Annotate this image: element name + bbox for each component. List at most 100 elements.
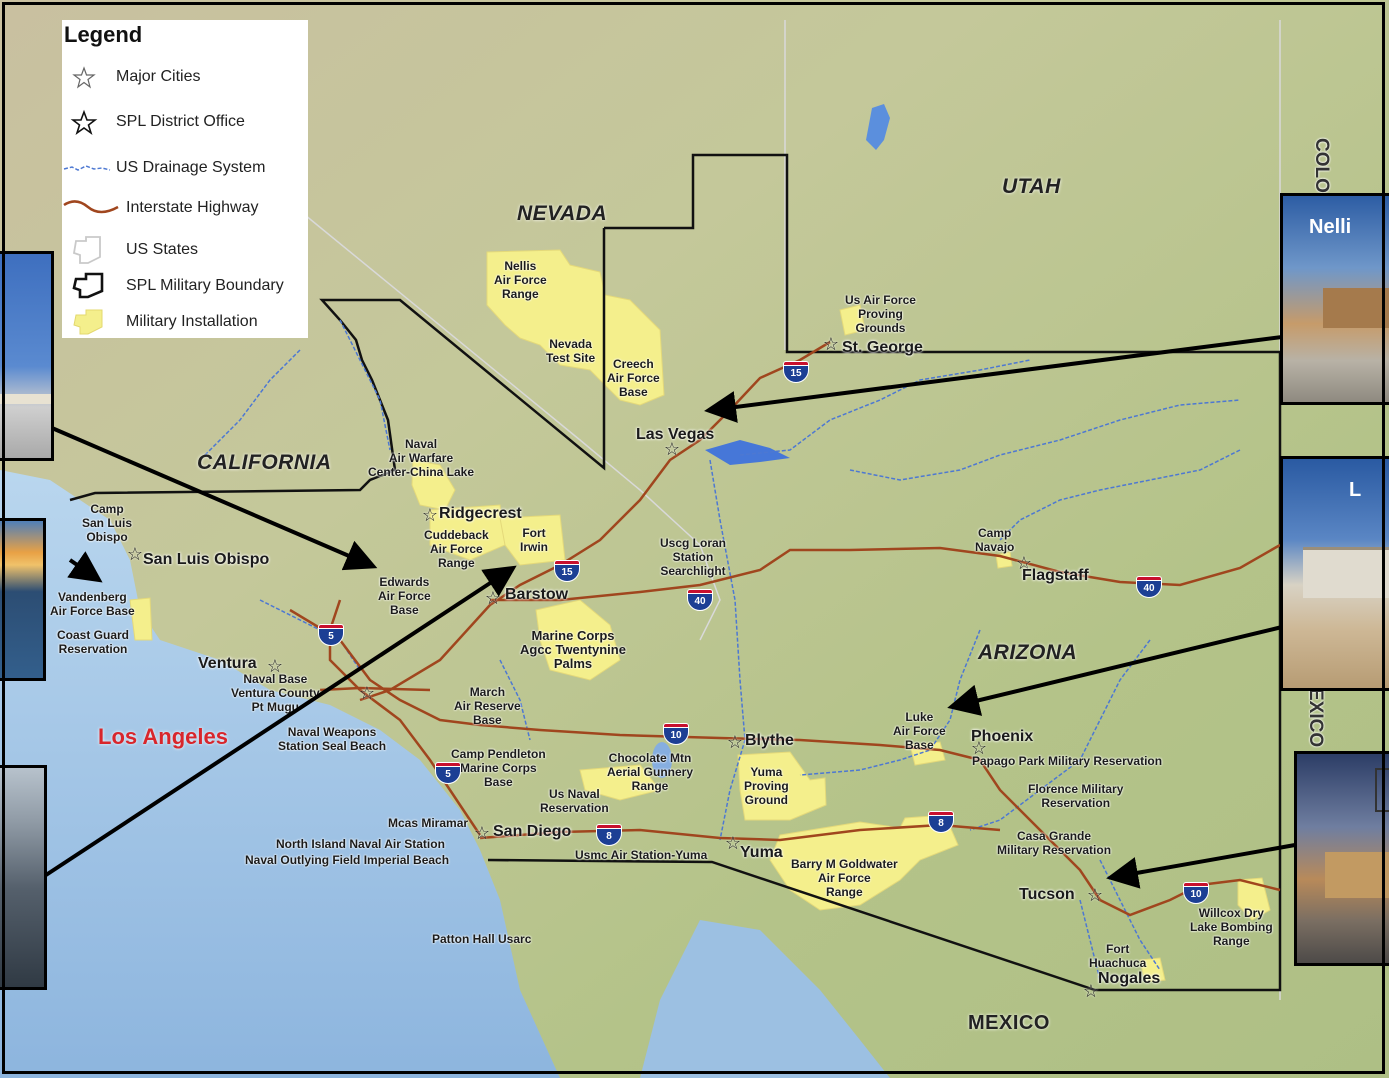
legend-label: Interstate Highway xyxy=(126,199,259,216)
city-yuma: Yuma xyxy=(740,844,783,861)
photo-caption-nellis: Nelli xyxy=(1309,216,1352,238)
legend-label: Major Cities xyxy=(116,68,201,85)
installation-camp-navajo: Camp Navajo xyxy=(975,526,1015,554)
installation-china-lake: Naval Air Warfare Center-China Lake xyxy=(368,437,475,479)
installations-layer xyxy=(129,249,1271,983)
installation-huachuca: Fort Huachuca xyxy=(1089,942,1147,970)
city-san-diego: San Diego xyxy=(493,823,572,840)
city-los-angeles: Los Angeles xyxy=(98,724,228,749)
photo-inset-luke[interactable]: L xyxy=(1280,456,1389,691)
installation-usmc-yuma: Usmc Air Station-Yuma xyxy=(575,848,708,862)
interstate-shield: 40 xyxy=(1136,576,1162,598)
highway-line-icon xyxy=(62,193,119,223)
spl-military-boundary xyxy=(69,153,1282,992)
installation-naval-base-ventura: Naval Base Ventura County Pt Mugu xyxy=(231,672,320,714)
building-image xyxy=(1323,288,1389,328)
installation-vandenberg: Vandenberg Air Force Base xyxy=(50,590,135,618)
city-ridgecrest: Ridgecrest xyxy=(439,505,522,522)
installation-march: March Air Reserve Base xyxy=(454,685,521,727)
legend-label: US States xyxy=(126,241,199,258)
caption-box xyxy=(1375,768,1389,812)
installation-cuddeback: Cuddeback Air Force Range xyxy=(424,528,489,570)
star-icon: ☆ xyxy=(266,656,284,676)
star-outline-icon xyxy=(70,107,112,137)
installation-uscg-loran: Uscg Loran Station Searchlight xyxy=(660,536,727,578)
interstate-shield: 5 xyxy=(318,624,344,646)
interstate-shield: 15 xyxy=(554,560,580,582)
installation-seal-beach: Naval Weapons Station Seal Beach xyxy=(278,725,387,753)
installation-casa-grande: Casa Grande Military Reservation xyxy=(997,829,1112,857)
installation-luke: Luke Air Force Base xyxy=(893,710,946,752)
state-label-new-mexico: EXICO xyxy=(1305,688,1326,748)
arrow-line xyxy=(67,551,103,583)
photo-inset-nellis[interactable]: Nelli xyxy=(1280,193,1389,405)
legend-item-major-cities: Major Cities xyxy=(62,62,308,92)
installation-miramar: Mcas Miramar xyxy=(388,816,469,830)
installation-edwards: Edwards Air Force Base xyxy=(378,575,431,617)
arrow-line xyxy=(44,565,517,877)
star-icon: ☆ xyxy=(726,732,744,752)
city-ventura: Ventura xyxy=(198,655,257,672)
photo-inset-tucson[interactable] xyxy=(1294,751,1389,966)
installation-fort-irwin: Fort Irwin xyxy=(520,526,549,554)
building-image xyxy=(1303,547,1389,598)
gulf-of-california xyxy=(640,920,890,1078)
arrow-line xyxy=(704,335,1283,423)
lake xyxy=(866,104,890,150)
photo-inset-vandenberg[interactable] xyxy=(0,251,54,461)
star-icon: ☆ xyxy=(822,334,840,354)
legend-item-installation: Military Installation xyxy=(62,307,308,337)
installation-papago: Papago Park Military Reservation xyxy=(972,754,1163,768)
installation-willcox: Willcox Dry Lake Bombing Range xyxy=(1190,906,1273,948)
legend-item-us-states: US States xyxy=(62,235,308,265)
city-st-george: St. George xyxy=(842,339,923,356)
photo-inset-aerial[interactable] xyxy=(0,765,47,990)
city-tucson: Tucson xyxy=(1019,886,1075,903)
state-label-utah: UTAH xyxy=(1002,175,1061,198)
installation-goldwater: Barry M Goldwater Air Force Range xyxy=(791,857,898,899)
legend-item-district-office: SPL District Office xyxy=(62,107,308,137)
country-label-mexico: MEXICO xyxy=(968,1012,1050,1034)
legend-item-drainage: US Drainage System xyxy=(62,153,308,183)
installation-pendleton: Camp Pendleton Marine Corps Base xyxy=(451,747,546,789)
installation-imperial-beach: Naval Outlying Field Imperial Beach xyxy=(245,853,450,867)
city-flagstaff: Flagstaff xyxy=(1022,567,1089,584)
legend-item-interstate: Interstate Highway xyxy=(62,193,308,223)
installation-us-af-proving: Us Air Force Proving Grounds xyxy=(845,293,916,335)
installation-florence: Florence Military Reservation xyxy=(1028,782,1124,810)
legend-label: Military Installation xyxy=(126,313,258,330)
interstate-shield: 8 xyxy=(928,811,954,833)
city-barstow: Barstow xyxy=(505,586,569,603)
photo-inset-coastline[interactable] xyxy=(0,518,46,681)
star-outline-icon xyxy=(70,62,112,92)
installation-camp-slo: Camp San Luis Obispo xyxy=(82,502,133,544)
city-san-luis-obispo: San Luis Obispo xyxy=(143,551,270,568)
legend-item-boundary: SPL Military Boundary xyxy=(62,271,308,301)
photo-caption-luke: L xyxy=(1349,479,1362,501)
star-icon: ☆ xyxy=(126,544,144,564)
interstate-shield: 10 xyxy=(1183,882,1209,904)
state-label-nevada: NEVADA xyxy=(517,202,608,225)
legend-title: Legend xyxy=(64,22,143,47)
drainage-line-icon xyxy=(62,153,111,183)
star-icon: ☆ xyxy=(970,738,988,758)
state-label-arizona: ARIZONA xyxy=(978,641,1078,664)
arrow-line xyxy=(947,625,1283,716)
legend-label: SPL District Office xyxy=(116,113,245,130)
star-icon: ☆ xyxy=(358,683,376,703)
city-phoenix: Phoenix xyxy=(971,728,1034,745)
star-icon: ☆ xyxy=(1086,885,1104,905)
state-outline-icon xyxy=(70,235,112,265)
building-image xyxy=(0,394,51,404)
interstate-shield: 5 xyxy=(435,762,461,784)
installation-chocolate-mtn: Chocolate Mtn Aerial Gunnery Range xyxy=(607,751,694,793)
city-las-vegas: Las Vegas xyxy=(636,426,715,443)
star-icon: ☆ xyxy=(1082,981,1100,1001)
building-image xyxy=(1325,852,1389,898)
installation-creech: Creech Air Force Base xyxy=(607,357,660,399)
installation-north-island: North Island Naval Air Station xyxy=(276,837,445,851)
installation-us-naval-reservation: Us Naval Reservation xyxy=(540,787,609,815)
lake-mead xyxy=(705,440,790,465)
